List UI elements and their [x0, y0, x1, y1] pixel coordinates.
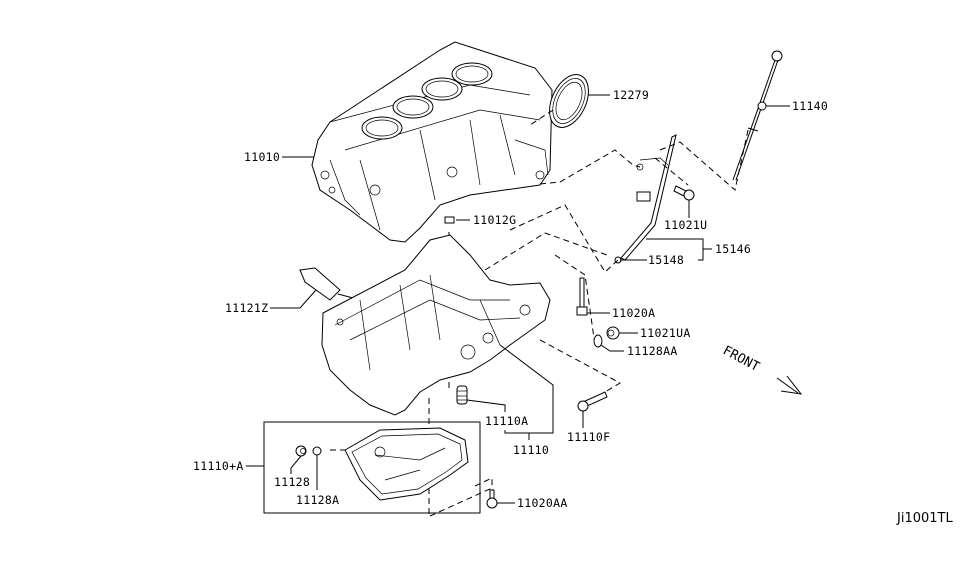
- cylinder-block-illustration[interactable]: [311, 41, 553, 243]
- lower-pan-assembly-box: [263, 421, 481, 514]
- label-11021u[interactable]: 11021U: [664, 218, 707, 232]
- label-11012g[interactable]: 11012G: [473, 213, 516, 227]
- spring-11110a-illustration[interactable]: [456, 385, 468, 405]
- washer-11128a-illustration[interactable]: [312, 446, 322, 456]
- drain-plug-11128-illustration[interactable]: [295, 445, 307, 457]
- gauge-guide-tube-illustration[interactable]: [614, 134, 677, 264]
- oil-pan-lower-illustration[interactable]: [344, 427, 469, 501]
- diagram-code: Ji1001TL: [896, 511, 953, 526]
- bolt-11110f-illustration[interactable]: [577, 391, 608, 412]
- label-15146[interactable]: 15146: [715, 242, 751, 256]
- label-11128[interactable]: 11128: [274, 475, 310, 489]
- oil-level-gauge-illustration[interactable]: [732, 50, 783, 181]
- label-11110f[interactable]: 11110F: [567, 430, 610, 444]
- stud-11020a-illustration[interactable]: [576, 277, 588, 316]
- rear-oil-seal-illustration[interactable]: [542, 68, 596, 133]
- label-11021ua[interactable]: 11021UA: [640, 326, 691, 340]
- bolt-11021u-illustration[interactable]: [673, 185, 695, 201]
- label-11110[interactable]: 11110: [513, 443, 549, 457]
- label-11140[interactable]: 11140: [792, 99, 828, 113]
- label-12279[interactable]: 12279: [613, 88, 649, 102]
- label-15148[interactable]: 15148: [648, 253, 684, 267]
- label-11010[interactable]: 11010: [244, 150, 280, 164]
- front-label: FRONT: [720, 343, 762, 375]
- plug-11012g-illustration[interactable]: [444, 216, 455, 224]
- label-11128a[interactable]: 11128A: [296, 493, 339, 507]
- oil-pan-upper-illustration[interactable]: [321, 234, 551, 416]
- label-11110-plus-a[interactable]: 11110+A: [193, 459, 244, 473]
- label-11110a[interactable]: 11110A: [485, 414, 528, 428]
- front-arrow-icon: [776, 375, 803, 395]
- nut-11021ua-illustration[interactable]: [606, 326, 620, 340]
- front-direction-indicator: FRONT: [720, 343, 803, 395]
- bolt-11020aa-illustration[interactable]: [486, 489, 498, 509]
- label-11121z[interactable]: 11121Z: [225, 301, 268, 315]
- label-11020aa[interactable]: 11020AA: [517, 496, 568, 510]
- label-11020a[interactable]: 11020A: [612, 306, 655, 320]
- label-11128aa[interactable]: 11128AA: [627, 344, 678, 358]
- washer-11128aa-illustration[interactable]: [593, 334, 603, 348]
